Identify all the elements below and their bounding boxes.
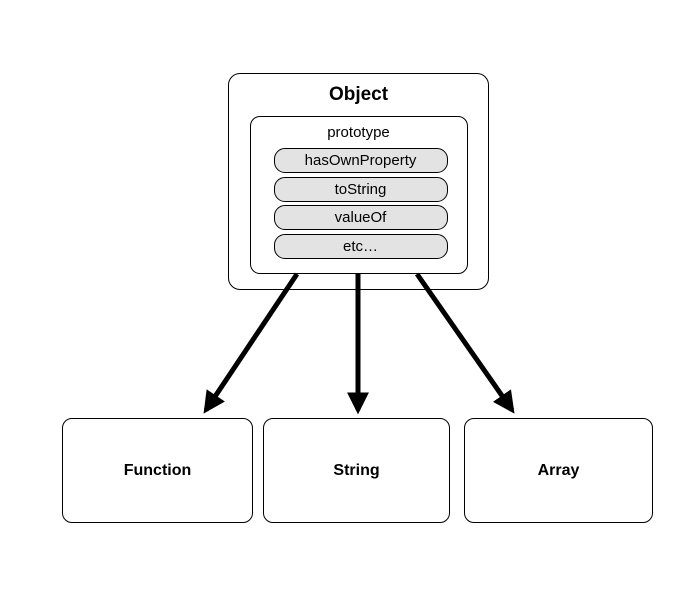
method-pill-valueof: valueOf — [273, 205, 448, 230]
method-pill-etc: etc… — [273, 233, 448, 259]
array-node-label: Array — [537, 461, 580, 479]
string-node-label: String — [333, 461, 380, 479]
node-object: Object prototype hasOwnProperty toString… — [228, 73, 489, 290]
node-prototype: prototype hasOwnProperty toString valueO… — [249, 116, 468, 274]
prototype-method-list: hasOwnProperty toString valueOf etc… — [273, 148, 448, 262]
node-array: Array — [464, 418, 653, 523]
function-node-label: Function — [123, 461, 192, 479]
method-pill-tostring: toString — [273, 176, 448, 202]
method-pill-hasownproperty: hasOwnProperty — [273, 148, 448, 173]
prototype-node-label: prototype — [327, 124, 390, 141]
object-node-title: Object — [328, 84, 389, 105]
node-function: Function — [62, 418, 253, 523]
arrow-object-to-function — [203, 272, 300, 414]
node-string: String — [263, 418, 450, 523]
arrow-object-to-array — [414, 272, 515, 414]
